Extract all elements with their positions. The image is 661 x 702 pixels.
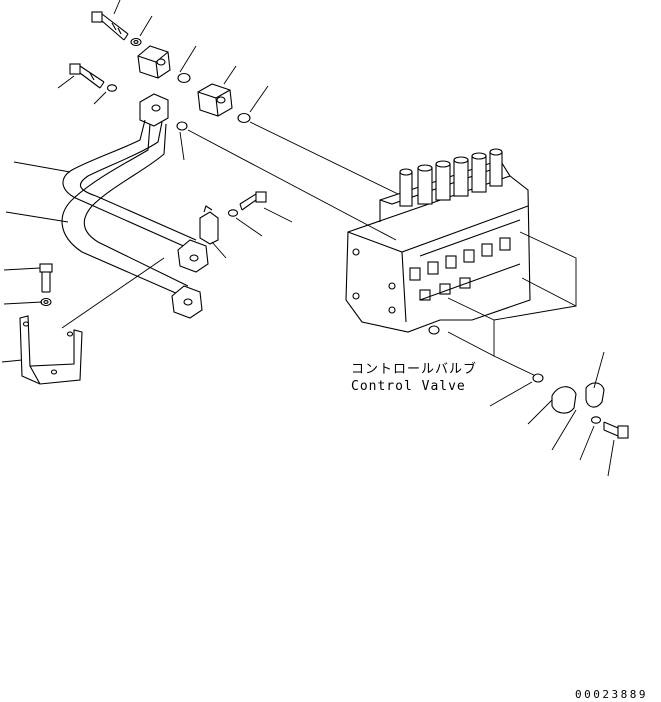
- washer-second: [106, 84, 118, 92]
- control-valve-body: [345, 148, 531, 335]
- drawing-number: 00023889: [575, 688, 648, 701]
- o-ring-right: [237, 112, 251, 124]
- o-ring-pipe: [176, 121, 188, 131]
- component-label-jp: コントロールバルブ: [351, 361, 477, 377]
- flange-split-lower-a: [551, 386, 577, 414]
- clamp-small: [199, 205, 219, 245]
- side-bolts: [352, 248, 440, 335]
- port-fittings: [409, 237, 511, 301]
- washer-right: [590, 416, 602, 424]
- pipe-upper: [62, 119, 197, 249]
- spool-caps: [399, 148, 503, 207]
- pipe-flange-upper: [177, 239, 209, 273]
- washer-middle: [227, 209, 239, 217]
- bolt-right: [603, 421, 629, 439]
- o-ring-top: [177, 72, 191, 84]
- pipe-lower: [61, 123, 189, 295]
- leader-lines: [1, 0, 615, 477]
- pipe-flange-top: [139, 93, 169, 127]
- connection-outline: [447, 231, 577, 379]
- washer-top: [130, 37, 142, 47]
- flange-split-right: [197, 83, 233, 117]
- bolt-middle: [239, 191, 267, 211]
- pipe-flange-lower: [171, 285, 203, 319]
- washer-left: [40, 297, 52, 307]
- flange-split-lower-b: [585, 382, 605, 408]
- bolt-top: [91, 11, 129, 41]
- bolt-second: [69, 63, 105, 89]
- bracket: [19, 315, 83, 385]
- bolt-left: [39, 263, 53, 293]
- o-ring-right-lower: [532, 373, 544, 383]
- component-label-en: Control Valve: [351, 379, 466, 394]
- flange-split-top: [137, 45, 171, 79]
